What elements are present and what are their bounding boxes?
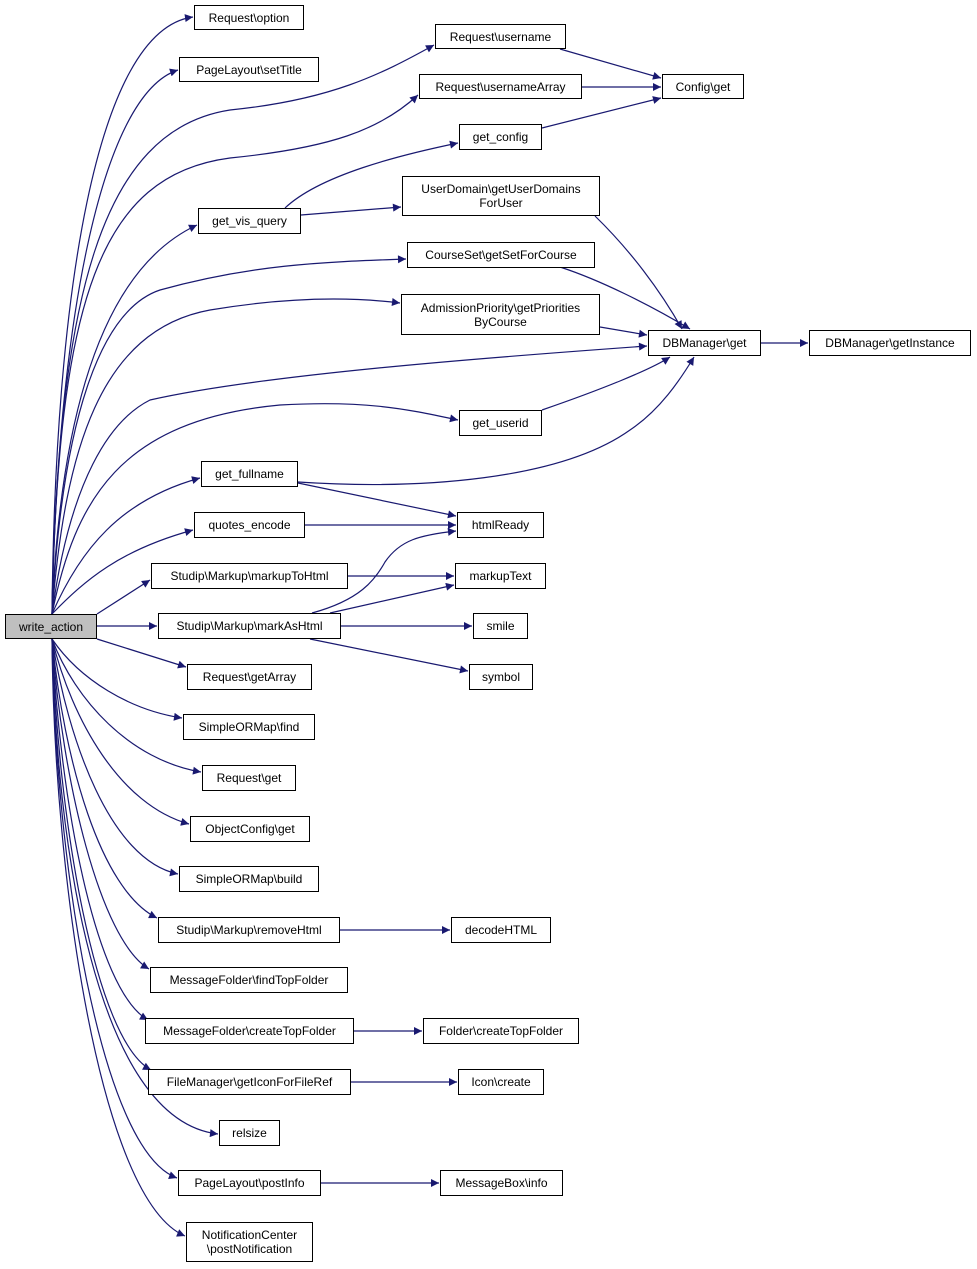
node-userdomain-getuserdomainsforuser[interactable]: UserDomain\getUserDomains ForUser	[402, 176, 600, 216]
edge-write-action-to-messagefolder-createtopfolder	[51, 638, 149, 1021]
node-markup-removehtml[interactable]: Studip\Markup\removeHtml	[158, 917, 340, 943]
node-relsize[interactable]: relsize	[219, 1120, 280, 1146]
node-smile[interactable]: smile	[473, 613, 528, 639]
edge-write-action-to-courseset	[51, 255, 407, 615]
edge-get-vis-query-to-userdomain	[300, 203, 402, 216]
edge-write-action-to-request-username	[51, 44, 435, 615]
edge-write-action-to-pagelayout-postinfo	[51, 638, 178, 1179]
node-messagefolder-findtopfolder[interactable]: MessageFolder\findTopFolder	[150, 967, 348, 993]
node-markup-markashtml[interactable]: Studip\Markup\markAsHtml	[158, 613, 341, 639]
edge-write-action-to-removehtml	[51, 638, 158, 919]
node-decodehtml[interactable]: decodeHTML	[451, 917, 551, 943]
edge-write-action-to-objectconfig-get	[51, 638, 190, 826]
edge-write-action-to-get-vis-query	[51, 224, 198, 615]
node-pagelayout-settitle[interactable]: PageLayout\setTitle	[179, 57, 319, 82]
edge-write-action-to-messagefolder-findtopfolder	[51, 638, 150, 970]
node-objectconfig-get[interactable]: ObjectConfig\get	[190, 816, 310, 842]
node-get-userid[interactable]: get_userid	[459, 410, 542, 436]
node-dbmanager-get[interactable]: DBManager\get	[648, 330, 761, 356]
node-get-vis-query[interactable]: get_vis_query	[198, 208, 301, 234]
edge-markashtml-to-symbol	[309, 638, 469, 674]
node-quotes-encode[interactable]: quotes_encode	[194, 512, 305, 538]
edge-write-action-to-get-fullname	[51, 476, 201, 615]
node-write-action[interactable]: write_action	[5, 614, 97, 639]
edge-get-fullname-to-htmlready	[297, 482, 457, 519]
edge-write-action-to-pagelayout-settitle	[51, 68, 179, 615]
node-request-option[interactable]: Request\option	[194, 5, 304, 30]
node-pagelayout-postinfo[interactable]: PageLayout\postInfo	[178, 1170, 321, 1196]
node-folder-createtopfolder[interactable]: Folder\createTopFolder	[423, 1018, 579, 1044]
node-get-fullname[interactable]: get_fullname	[201, 461, 298, 487]
node-get-config[interactable]: get_config	[459, 124, 542, 150]
edge-write-action-to-admissionpriority	[51, 298, 401, 615]
node-simpleormap-build[interactable]: SimpleORMap\build	[179, 866, 319, 892]
edge-write-action-to-notificationcenter	[51, 638, 186, 1237]
edge-courseset-to-dbmanager-get	[559, 266, 691, 330]
edge-write-action-to-get-userid	[51, 403, 459, 615]
edge-userdomain-to-dbmanager-get	[594, 215, 683, 330]
edge-get-fullname-to-dbmanager-get	[297, 356, 695, 486]
node-icon-create[interactable]: Icon\create	[458, 1069, 544, 1095]
edge-markashtml-to-markuptext	[329, 582, 455, 614]
node-filemanager-geticonforfileref[interactable]: FileManager\getIconForFileRef	[148, 1069, 351, 1095]
edge-get-vis-query-to-get-config	[284, 140, 459, 209]
edge-write-action-to-request-option	[51, 14, 194, 615]
node-request-usernamearray[interactable]: Request\usernameArray	[419, 74, 582, 99]
node-courseset-getsetforcourse[interactable]: CourseSet\getSetForCourse	[407, 242, 595, 268]
node-markup-markuptohtml[interactable]: Studip\Markup\markupToHtml	[151, 563, 348, 589]
node-request-get[interactable]: Request\get	[202, 765, 296, 791]
edge-get-userid-to-dbmanager-get	[541, 356, 671, 411]
edge-admissionpriority-to-dbmanager-get	[599, 326, 648, 338]
edge-get-config-to-config-get	[541, 96, 662, 129]
node-messagefolder-createtopfolder[interactable]: MessageFolder\createTopFolder	[145, 1018, 354, 1044]
edge-write-action-to-relsize	[51, 638, 219, 1138]
edge-markashtml-to-htmlready	[311, 527, 457, 614]
edge-request-username-to-config-get	[559, 48, 662, 80]
edge-write-action-to-filemanager-geticonforfileref	[51, 638, 152, 1071]
node-dbmanager-getinstance[interactable]: DBManager\getInstance	[809, 330, 971, 356]
node-messagebox-info[interactable]: MessageBox\info	[440, 1170, 563, 1196]
node-notificationcenter-postnotification[interactable]: NotificationCenter \postNotification	[186, 1222, 313, 1262]
edge-write-action-to-dbmanager-get	[51, 342, 648, 615]
node-request-getarray[interactable]: Request\getArray	[187, 664, 312, 690]
node-request-username[interactable]: Request\username	[435, 24, 566, 49]
edge-write-action-to-simpleormap-find	[51, 638, 183, 721]
node-admissionpriority-getprioritiesbycourse[interactable]: AdmissionPriority\getPriorities ByCourse	[401, 294, 600, 335]
edge-write-action-to-request-usernamearray	[51, 94, 419, 615]
edge-write-action-to-request-getarray	[96, 638, 187, 669]
edge-write-action-to-simpleormap-build	[51, 638, 179, 877]
node-symbol[interactable]: symbol	[469, 664, 533, 690]
node-config-get[interactable]: Config\get	[662, 74, 744, 99]
edge-write-action-to-request-get	[51, 638, 202, 775]
edge-write-action-to-markuptohtml	[96, 579, 151, 615]
node-htmlready[interactable]: htmlReady	[457, 512, 544, 538]
edge-write-action-to-quotes-encode	[51, 528, 194, 615]
node-markuptext[interactable]: markupText	[455, 563, 546, 589]
node-simpleormap-find[interactable]: SimpleORMap\find	[183, 714, 315, 740]
